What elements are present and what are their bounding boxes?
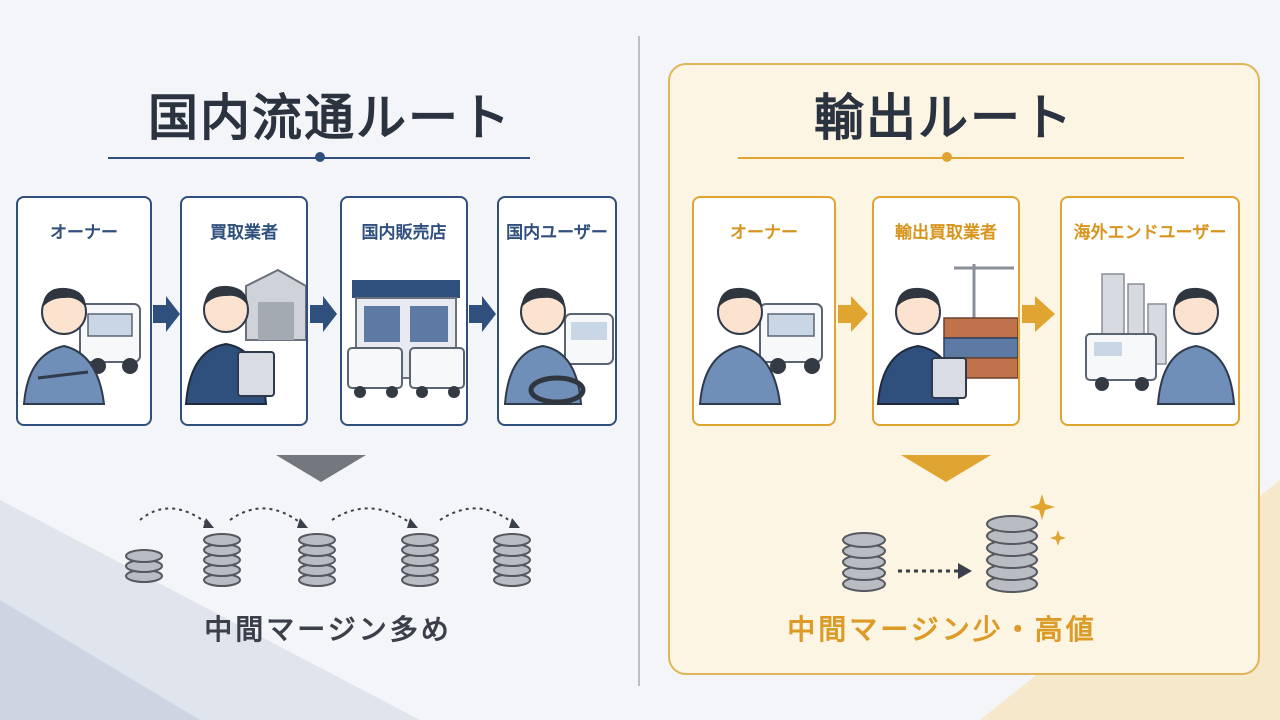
- domestic-step-buyer: 買取業者: [180, 196, 308, 426]
- step-label: 国内販売店: [361, 223, 447, 243]
- coin-stack-icon: [298, 533, 336, 587]
- step-label: オーナー: [730, 223, 798, 243]
- export-buyer-with-containers-illustration: [876, 264, 1018, 405]
- domestic-step-owner: オーナー: [16, 196, 152, 426]
- owner-with-truck-illustration: [698, 287, 823, 405]
- domestic-title-rule-dot: [315, 152, 325, 162]
- export-title-rule: [738, 157, 1184, 159]
- export-step-buyer: 輸出買取業者: [872, 196, 1020, 426]
- section-divider: [638, 36, 640, 686]
- dotted-flow-arrow-icon: [139, 507, 209, 525]
- driver-illustration: [503, 287, 614, 405]
- domestic-route-title: 国内流通ルート: [148, 89, 512, 147]
- dealership-illustration: [347, 280, 465, 398]
- dotted-flow-arrow-icon: [898, 563, 972, 579]
- step-label: 国内ユーザー: [506, 223, 608, 243]
- step-arrow-icon: [153, 296, 180, 332]
- coin-stack-icon: [842, 532, 886, 592]
- dotted-flow-arrow-icon: [439, 507, 515, 525]
- sparkle-icon: [1029, 494, 1055, 520]
- domestic-step-user: 国内ユーザー: [497, 196, 617, 426]
- export-step-overseas-user: 海外エンドユーザー: [1060, 196, 1240, 426]
- export-title-rule-dot: [942, 152, 952, 162]
- step-label: 輸出買取業者: [895, 223, 997, 243]
- step-arrow-icon: [1022, 296, 1055, 332]
- coin-stack-icon: [493, 533, 531, 587]
- step-label: オーナー: [50, 223, 118, 243]
- step-arrow-icon: [469, 296, 496, 332]
- domestic-step-dealer: 国内販売店: [340, 196, 468, 426]
- dotted-flow-arrow-icon: [331, 507, 413, 525]
- sparkle-icon: [1050, 530, 1066, 546]
- step-label: 海外エンドユーザー: [1073, 223, 1227, 243]
- step-arrow-icon: [838, 296, 868, 332]
- coin-stack-icon: [125, 549, 163, 583]
- overseas-user-with-truck-illustration: [1085, 273, 1236, 405]
- export-route-title: 輸出ルート: [814, 89, 1074, 147]
- down-arrow-icon: [901, 455, 991, 482]
- export-caption: 中間マージン少・高値: [787, 613, 1097, 646]
- coin-stack-icon: [401, 533, 439, 587]
- down-arrow-icon: [276, 455, 366, 482]
- step-arrow-icon: [310, 296, 337, 332]
- large-coin-stack-icon: [986, 515, 1038, 593]
- domestic-caption: 中間マージン多め: [204, 613, 452, 646]
- step-label: 買取業者: [210, 223, 278, 243]
- owner-with-truck-illustration: [22, 287, 141, 405]
- export-step-owner: オーナー: [692, 196, 836, 426]
- dotted-flow-arrow-icon: [229, 507, 303, 525]
- buyer-with-clipboard-illustration: [184, 268, 306, 405]
- coin-stack-icon: [203, 533, 241, 587]
